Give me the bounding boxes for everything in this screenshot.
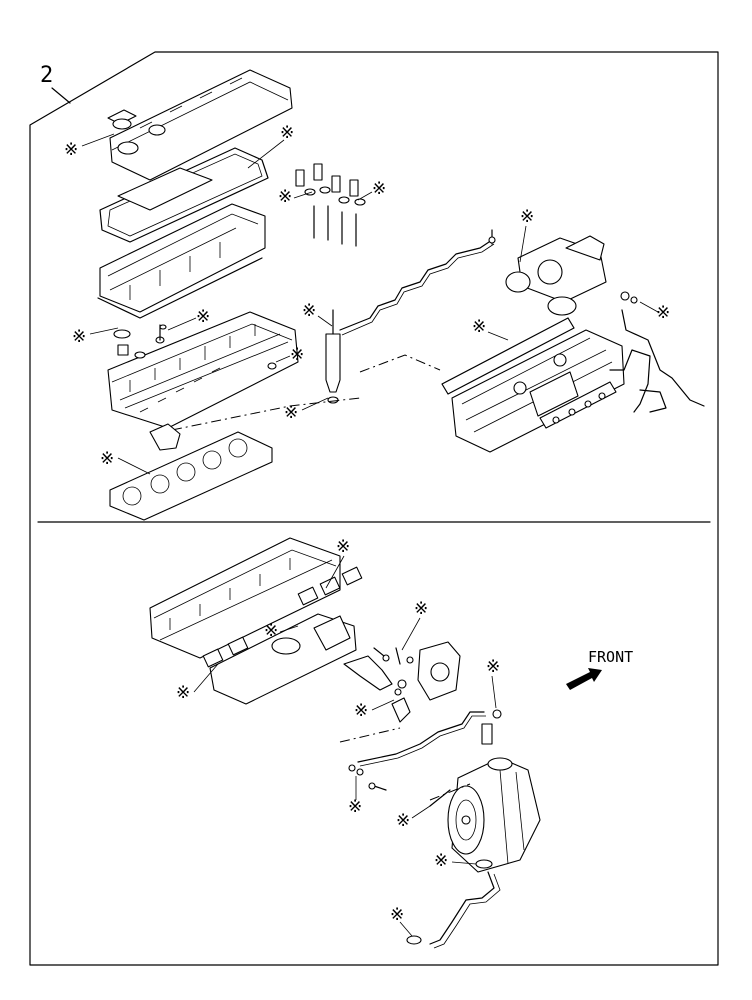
leak-off-pipe (339, 239, 493, 331)
baffle-plate (117, 167, 213, 211)
housing-gasket (97, 257, 263, 319)
lower-fasteners (348, 647, 414, 791)
kit-marker: ※ (196, 307, 210, 327)
oil-return-pipe (429, 871, 495, 945)
eyebolts (488, 229, 638, 304)
kit-marker: ※ (72, 327, 86, 347)
oil-return-bottom-gasket (406, 935, 422, 945)
eyebolt-washer (492, 709, 502, 719)
turbo-gasket-leader (429, 789, 451, 807)
leak-off-pipe-outline (341, 243, 495, 336)
front-label: FRONT (588, 648, 633, 666)
alignment-line-upper-2 (359, 354, 441, 373)
intake-manifold-gasket (441, 317, 575, 395)
valve-springs (295, 163, 366, 247)
kit-marker: ※ (302, 301, 316, 321)
valve-stem-seals (113, 324, 277, 370)
oil-feed-pipe (357, 711, 485, 763)
common-rail (539, 381, 617, 429)
kit-marker: ※ (284, 403, 298, 423)
alignment-line-upper-1 (171, 397, 361, 431)
egr-valve (517, 235, 607, 303)
egr-gasket-1 (505, 271, 531, 293)
reference-leader (51, 87, 71, 104)
kit-marker: ※ (64, 140, 78, 160)
kit-marker: ※ (336, 537, 350, 557)
kit-marker: ※ (348, 797, 362, 817)
eyebolt-pipe (481, 723, 493, 745)
kit-marker: ※ (520, 207, 534, 227)
oil-return-gasket (475, 859, 493, 869)
kit-marker: ※ (656, 303, 670, 323)
kit-marker: ※ (290, 345, 304, 365)
egr-gasket-2 (547, 296, 577, 316)
kit-marker: ※ (486, 657, 500, 677)
oil-return-pipe-outline (433, 873, 501, 949)
kit-marker: ※ (264, 621, 278, 641)
kit-marker: ※ (372, 179, 386, 199)
kit-marker: ※ (354, 701, 368, 721)
fuel-pipe-right-3 (639, 389, 667, 413)
oil-filler-cap (107, 109, 137, 130)
exhaust-manifold-gaskets (202, 566, 363, 668)
turbo-bracket (343, 641, 461, 701)
kit-marker: ※ (472, 317, 486, 337)
intake-manifold (451, 329, 625, 453)
cylinder-head-gasket (109, 431, 273, 521)
alignment-line-lower-2 (429, 783, 471, 801)
fuel-pipe-right (621, 309, 705, 407)
exhaust-manifold (209, 613, 357, 705)
kit-marker: ※ (414, 599, 428, 619)
kit-marker: ※ (278, 187, 292, 207)
cylinder-head-lower (149, 537, 341, 659)
kit-outline-frame (29, 51, 719, 966)
kit-marker: ※ (100, 449, 114, 469)
kit-marker: ※ (434, 851, 448, 871)
fuel-injector (325, 309, 341, 404)
oil-feed-pipe-outline (359, 715, 486, 767)
alignment-line-lower-1 (339, 727, 401, 743)
turbocharger (447, 757, 541, 873)
cylinder-head-upper (107, 311, 299, 429)
rocker-cover (109, 69, 293, 181)
kit-marker: ※ (280, 123, 294, 143)
front-direction-arrow-icon (566, 668, 602, 690)
kit-marker: ※ (176, 683, 190, 703)
kit-marker: ※ (390, 905, 404, 925)
reference-number: 2 (40, 63, 53, 88)
kit-item-markers: ※ ※ ※ ※ ※ ※ ※ ※ ※ ※ ※ ※ ※ ※ ※ ※ ※ ※ ※ (64, 123, 670, 937)
water-outlet (149, 423, 181, 451)
rocker-cover-gasket (99, 147, 269, 243)
fuel-pipe-right-2 (609, 349, 651, 413)
cam-carrier-housing (99, 203, 266, 313)
kit-marker: ※ (396, 811, 410, 831)
rocker-cover-gasket-inner (107, 153, 263, 237)
